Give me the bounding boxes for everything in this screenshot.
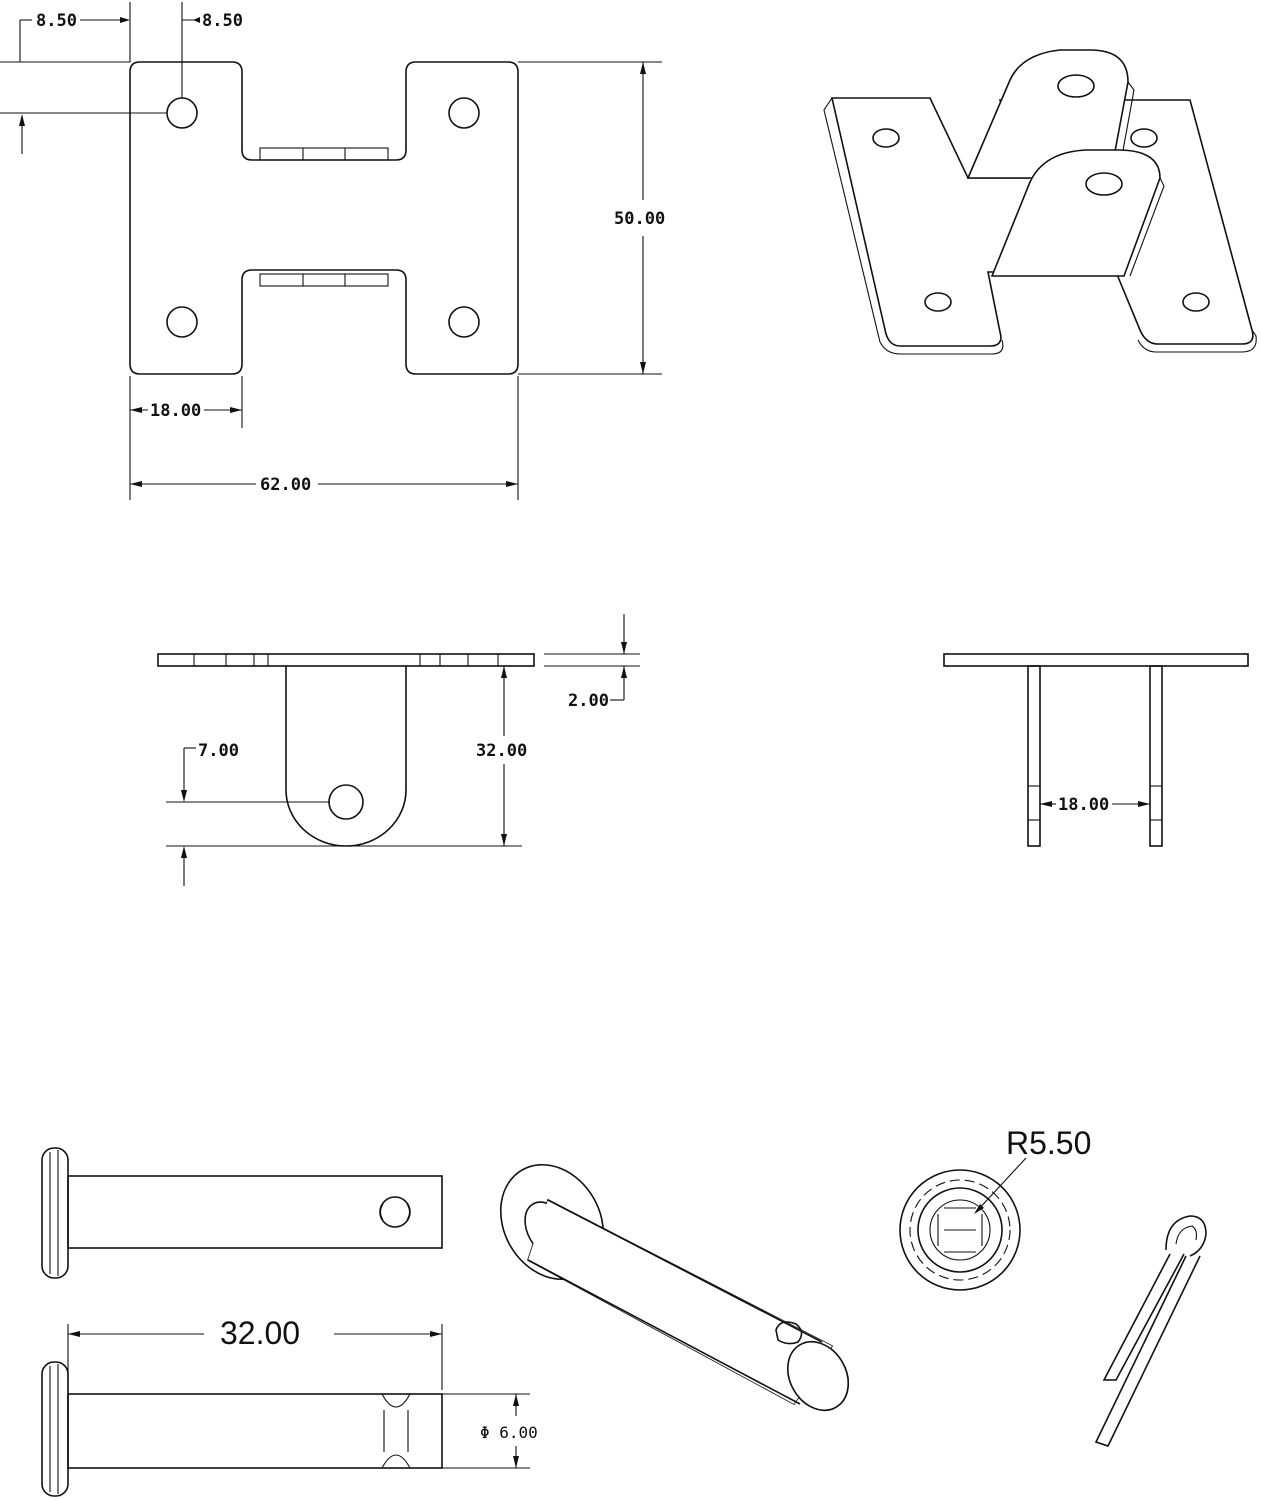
front-lug-hole [328,784,364,820]
mount-hole [166,306,198,338]
pin-side-view-lower: 32.00 Φ 6.00 [41,1315,538,1497]
dim-pin-length-label: 32.00 [220,1315,300,1351]
cotter-hole [379,1196,411,1228]
cotter-pin-view [1094,1215,1207,1447]
iso-plate-top-face [830,97,1254,347]
dim-hole-center: 7.00 [166,741,330,886]
dim-pin-diameter: Φ 6.00 [442,1393,538,1469]
dim-head-radius-label: R5.50 [1006,1125,1091,1161]
dim-total-width: 62.00 [130,376,519,500]
pin-side-view-upper [41,1147,443,1279]
iso-plate-edge [823,97,1257,355]
dim-hole-offset-y: 8.50 [0,2,243,154]
dim-pin-diameter-label: Φ 6.00 [480,1423,538,1442]
lug-slot-top [259,147,389,161]
top-view: 8.50 8.50 50.00 [0,2,665,500]
dim-lug-spacing: 18.00 [1040,795,1150,815]
lug-slot-bottom [259,273,389,287]
side-view: 18.00 [943,653,1249,847]
dim-lug-height: 32.00 [166,665,527,847]
dim-hole-offset-x: 8.50 [19,2,131,62]
dim-lug-spacing-label: 18.00 [1058,795,1109,815]
iso-lug-front [990,149,1161,277]
dim-height: 50.00 [518,61,665,375]
iso-lug-back [966,49,1129,179]
plate-outline [129,61,519,375]
isometric-plate-view [823,49,1257,355]
mount-hole [166,97,198,129]
mount-hole [448,97,480,129]
dim-thickness: 2.00 [544,614,640,711]
front-plate [157,653,535,667]
dim-lug-height-label: 32.00 [476,741,527,761]
side-plate [943,653,1249,667]
pin-end-view: R5.50 [899,1125,1091,1291]
dim-total-width-label: 62.00 [260,475,311,495]
pin-cotter-slot [775,1321,803,1345]
dim-tab-width-label: 18.00 [150,401,201,421]
dim-pin-length: 32.00 [67,1315,443,1390]
dim-hole-offset-x-label: 8.50 [36,11,77,31]
pin-isometric-view [499,1163,849,1411]
front-view: 2.00 32.00 7.00 [157,614,640,886]
dim-hole-center-label: 7.00 [198,741,239,761]
mount-hole [448,306,480,338]
dim-thickness-label: 2.00 [568,691,609,711]
dim-height-label: 50.00 [614,209,665,229]
side-lug-right [1149,665,1163,847]
dim-tab-width: 18.00 [129,376,243,500]
side-lug-left [1027,665,1041,847]
dim-hole-offset-y-label: 8.50 [202,11,243,31]
